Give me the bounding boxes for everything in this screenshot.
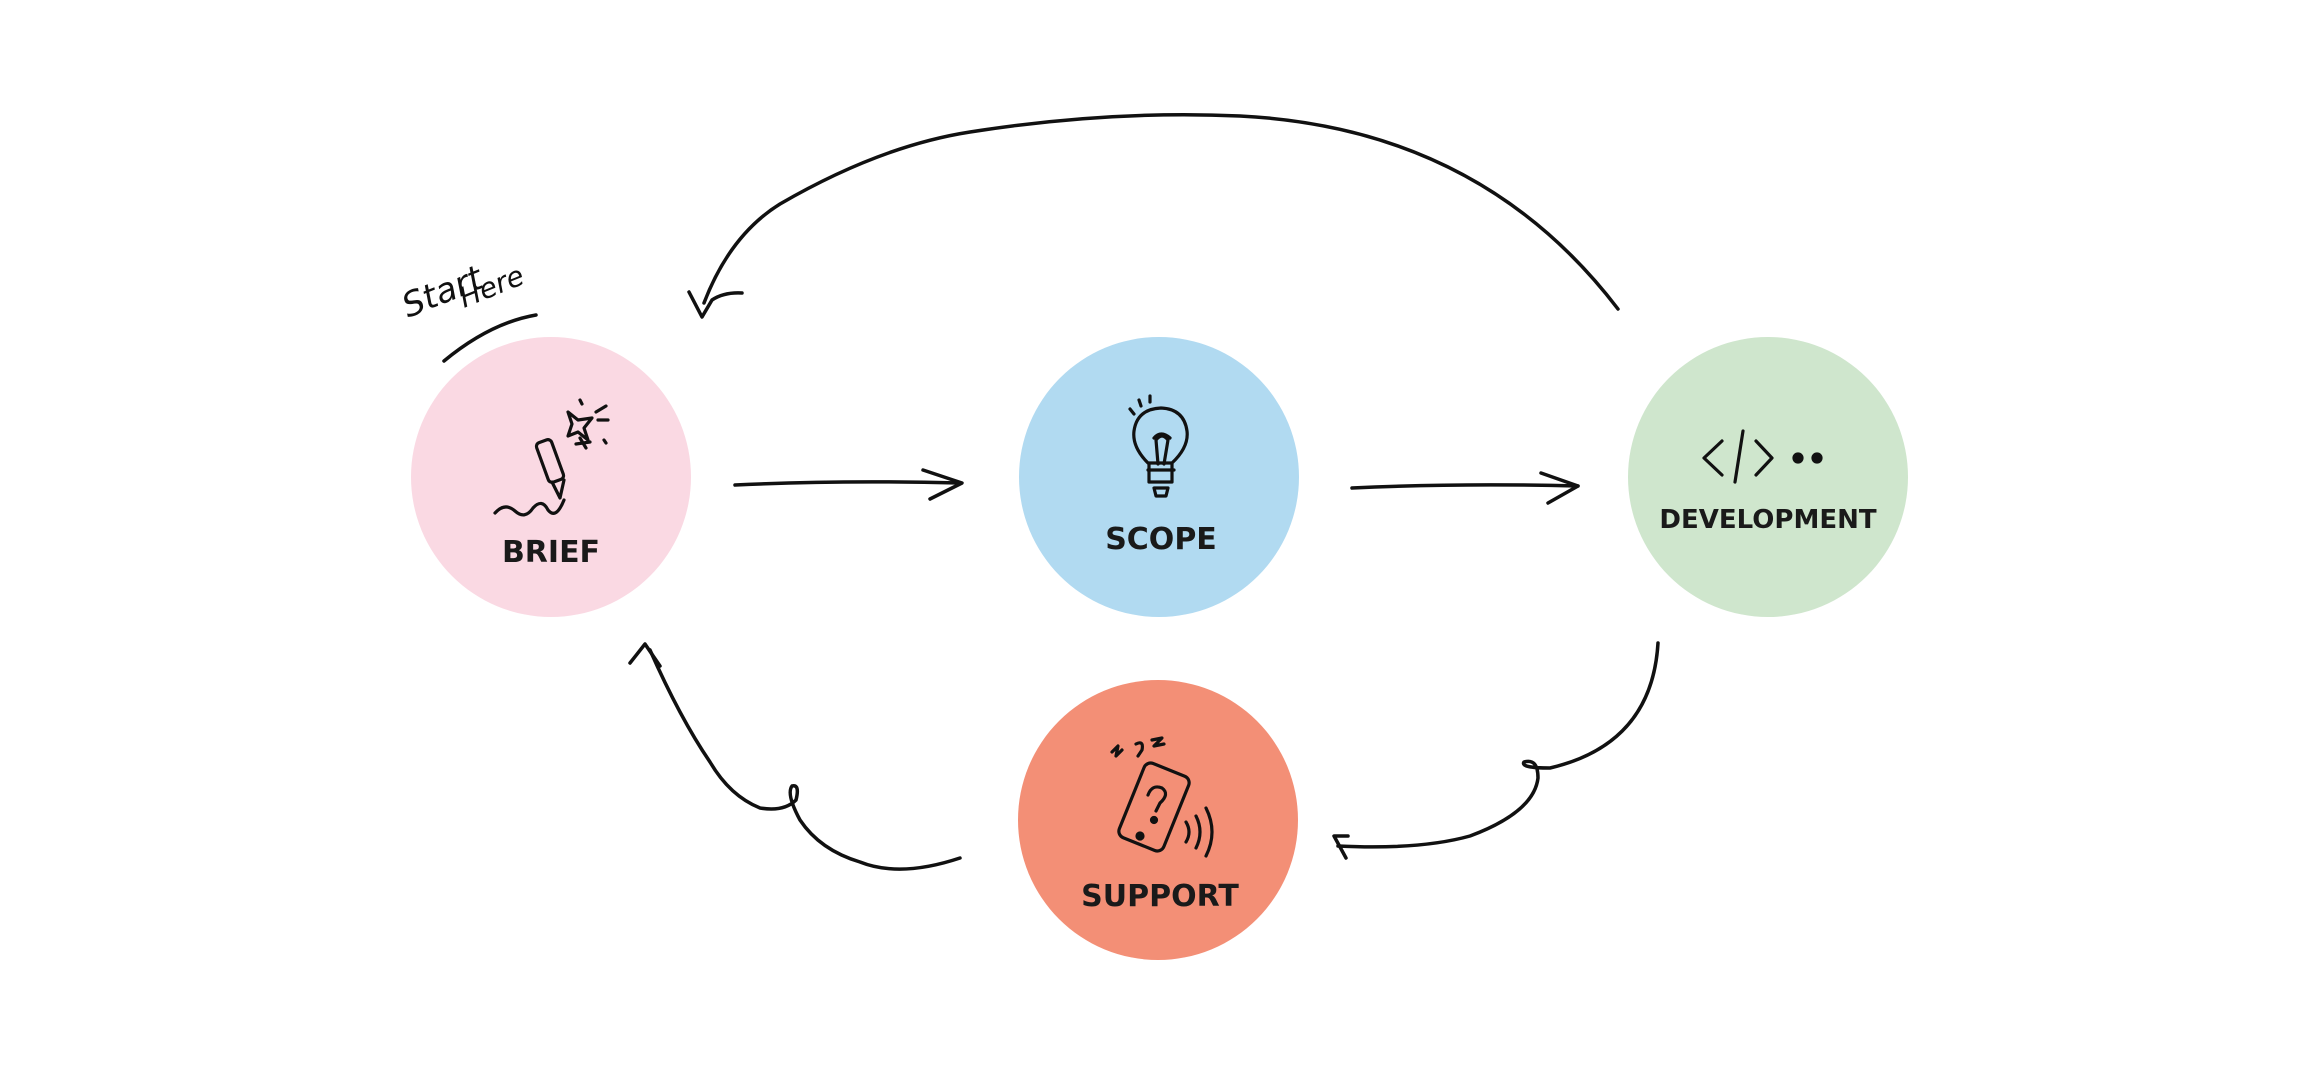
lightbulb-icon <box>1128 394 1189 498</box>
brief-circle <box>411 337 691 617</box>
scope-circle <box>1019 337 1299 617</box>
support-label: SUPPORT <box>1081 879 1239 914</box>
annotation-underline <box>442 313 538 363</box>
development-circle <box>1628 337 1908 617</box>
brief-label: BRIEF <box>502 535 600 570</box>
phone-question-icon <box>1110 736 1214 858</box>
scope-label: SCOPE <box>1105 522 1217 557</box>
arrow-development-to-brief <box>687 112 1620 319</box>
arrow-scope-to-development <box>1350 471 1580 505</box>
arrow-development-to-support <box>1332 641 1660 860</box>
arrow-support-to-brief <box>628 642 962 871</box>
arrow-brief-to-scope <box>733 468 964 501</box>
code-icon <box>1702 429 1823 484</box>
development-label: DEVELOPMENT <box>1659 505 1876 535</box>
pen-sparkle-icon <box>493 398 610 517</box>
